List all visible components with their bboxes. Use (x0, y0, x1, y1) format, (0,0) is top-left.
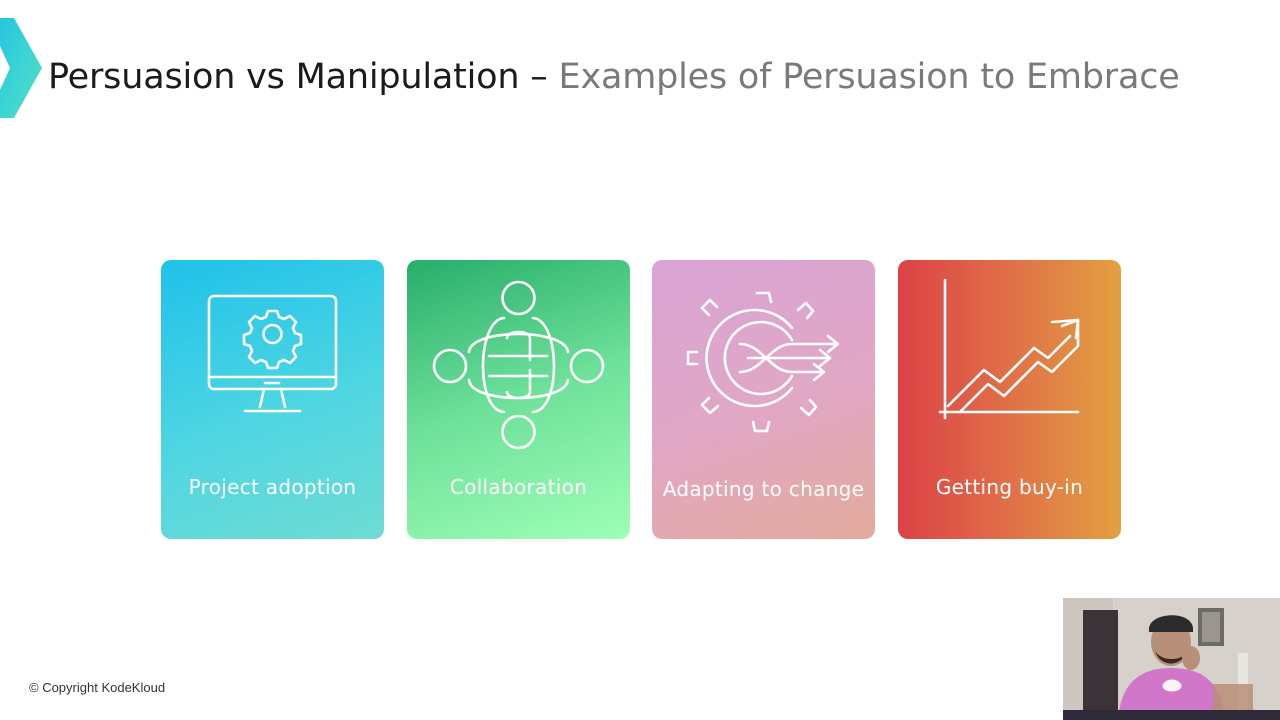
copyright-text: © Copyright KodeKloud (29, 680, 166, 695)
card-getting-buy-in: Getting buy-in (898, 260, 1121, 539)
title-main: Persuasion vs Manipulation – (48, 57, 559, 97)
accent-chevron-icon (0, 18, 42, 118)
page-title: Persuasion vs Manipulation – Examples of… (48, 56, 1180, 98)
card-adapting-to-change: Adapting to change (652, 260, 875, 539)
card-label: Collaboration (449, 475, 588, 499)
card-project-adoption: Project adoption (161, 260, 384, 539)
presenter-video-frame (1063, 598, 1280, 720)
title-subtitle: Examples of Persuasion to Embrace (558, 57, 1180, 97)
monitor-gear-icon (207, 294, 338, 413)
gear-arrows-icon (686, 291, 840, 433)
card-collaboration: Collaboration (407, 260, 630, 539)
people-linked-icon (432, 280, 605, 450)
card-label: Adapting to change (662, 477, 865, 501)
growth-chart-icon (938, 278, 1080, 420)
card-label: Getting buy-in (935, 475, 1084, 499)
card-label: Project adoption (188, 475, 357, 499)
presenter-webcam (1063, 598, 1280, 720)
